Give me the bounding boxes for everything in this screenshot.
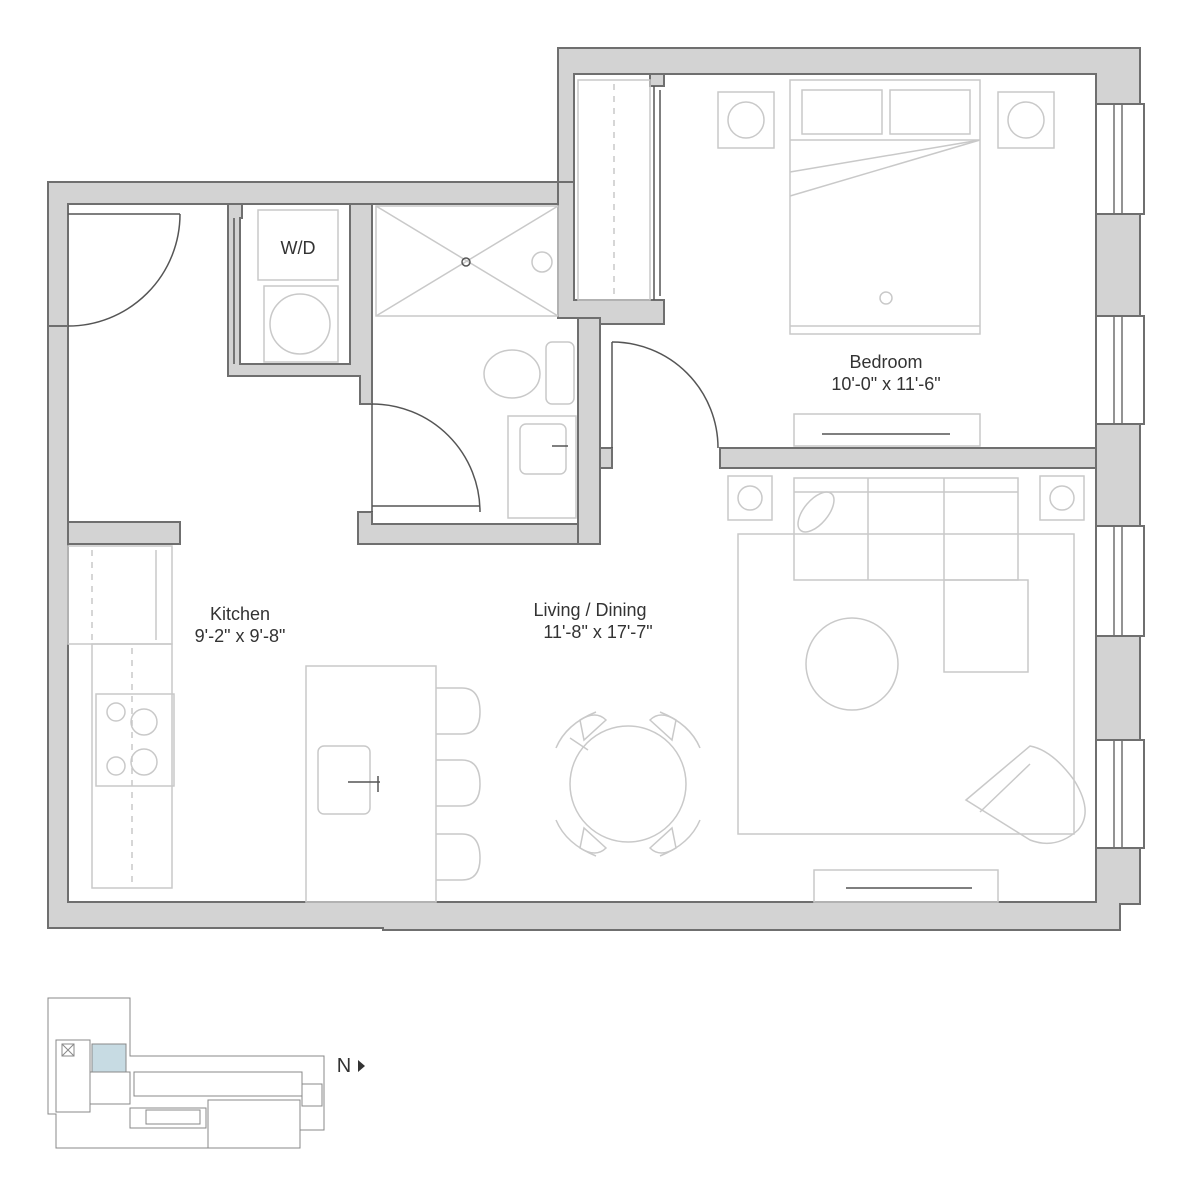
sofa <box>793 477 1029 673</box>
dining-table <box>555 711 701 857</box>
wd-label: W/D <box>281 238 316 258</box>
shower <box>375 205 559 317</box>
counter <box>91 643 173 889</box>
bedroom-dresser <box>793 413 981 447</box>
bedroom-label: Bedroom <box>849 352 922 372</box>
island <box>305 665 437 903</box>
washer-dryer <box>257 209 339 363</box>
key-plan <box>47 997 325 1149</box>
living-label: Living / Dining <box>533 600 646 620</box>
compass-label: N <box>337 1055 351 1077</box>
tv-console <box>813 869 999 903</box>
north-arrow-icon <box>358 1060 365 1072</box>
kitchen-label: Kitchen <box>210 604 270 624</box>
nightstands <box>717 91 1055 149</box>
vanity <box>507 415 577 519</box>
living-dims: 11'-8" x 17'-7" <box>543 622 652 642</box>
bar-stools <box>436 687 481 881</box>
range <box>95 693 175 787</box>
side-tables <box>727 475 1085 521</box>
rug <box>737 533 1075 835</box>
kitchen-dims: 9'-2" x 9'-8" <box>195 626 286 646</box>
bed <box>789 79 981 335</box>
interior-walls <box>67 73 1097 545</box>
unit-highlight <box>91 1043 127 1073</box>
windows <box>1095 103 1145 849</box>
shower-valve <box>531 251 553 273</box>
north-arrow: N <box>337 1055 365 1077</box>
toilet <box>483 341 575 405</box>
closet <box>577 79 651 301</box>
armchair <box>964 745 1086 845</box>
doors <box>48 86 719 513</box>
fridge <box>67 545 173 645</box>
coffee-table <box>805 617 899 711</box>
bedroom-dims: 10'-0" x 11'-6" <box>831 374 940 394</box>
